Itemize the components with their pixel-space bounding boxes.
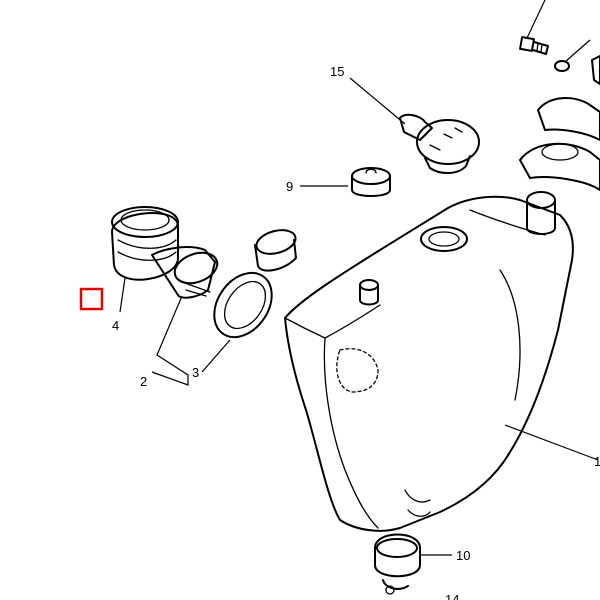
grommet-10 [374,533,452,595]
mounting-bracket [519,55,600,191]
callout-1: 1 [594,454,600,469]
callout-2: 2 [140,374,147,389]
bolt [519,0,549,55]
callout-15: 15 [330,64,344,79]
highlight-box[interactable] [79,287,104,311]
callout-4: 4 [112,318,119,333]
callout-9: 9 [286,179,293,194]
oil-tank [284,191,574,532]
filler-cap-outer [111,206,179,313]
tank-cap-assembly [349,77,480,174]
callout-14: 14 [445,592,459,600]
tank-leader-line [504,424,599,461]
callout-3: 3 [192,365,199,380]
filler-cap-inner [151,246,219,386]
filler-gasket [201,229,297,373]
callout-10: 10 [456,548,470,563]
grommet-9 [300,167,391,197]
washer [554,39,591,72]
